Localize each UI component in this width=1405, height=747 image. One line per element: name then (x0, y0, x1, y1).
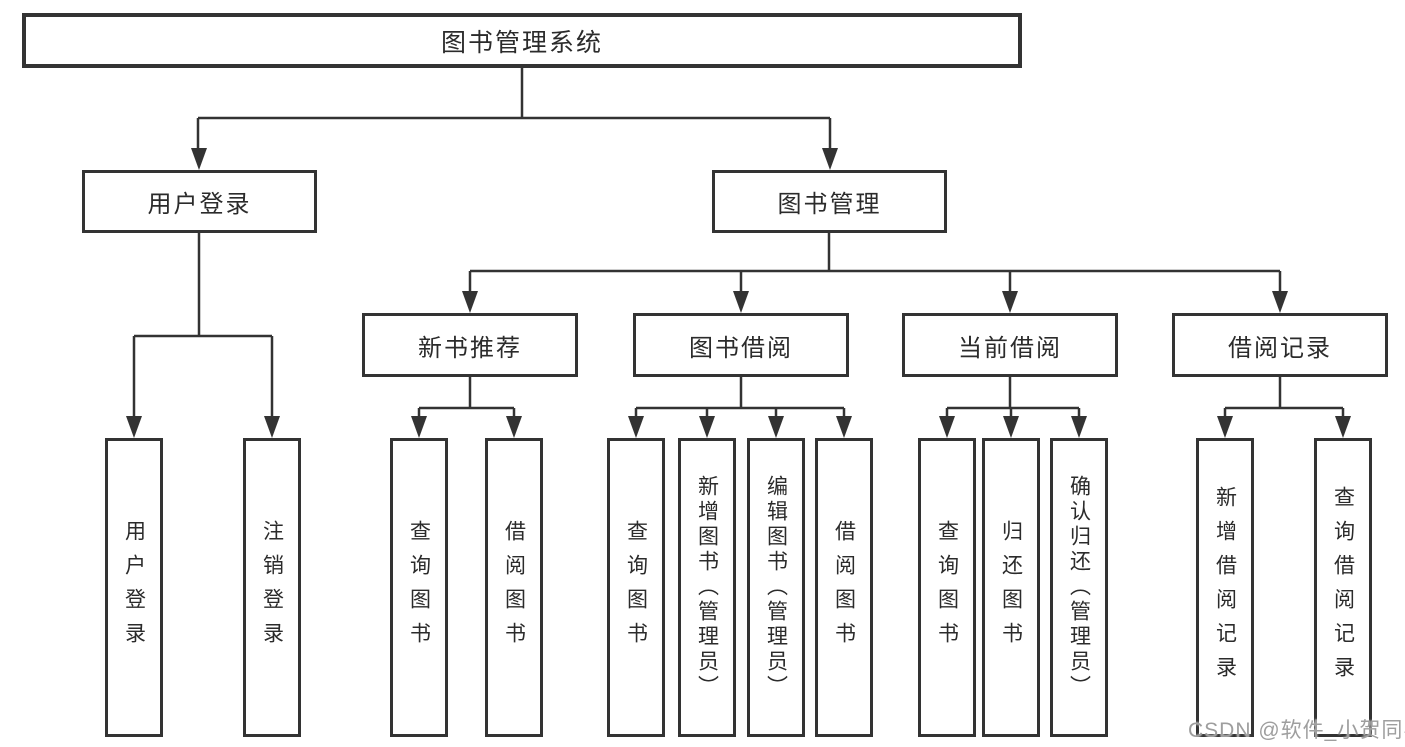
leaf-user-login-label: 用户登录 (122, 519, 146, 656)
node-new-book-recommend: 新书推荐 (362, 313, 578, 377)
leaf-cb-query-book: 查询图书 (918, 438, 976, 737)
leaf-rec-borrow-book: 借阅图书 (485, 438, 543, 737)
leaf-bb-add-book-admin: 新增图书（管理员） (678, 438, 736, 737)
leaf-bb-edit-book-admin-label: 编辑图书（管理员） (764, 475, 788, 700)
leaf-bb-borrow-book: 借阅图书 (815, 438, 873, 737)
node-book-management: 图书管理 (712, 170, 947, 233)
connector-bookborrow-children (634, 377, 846, 430)
connector-bookmgmt-to-level3 (468, 233, 1282, 306)
arrowheads (126, 148, 1351, 438)
csdn-watermark: CSDN @软件_小贺同学 (1188, 719, 1405, 742)
leaf-cb-confirm-return-admin: 确认归还（管理员） (1050, 438, 1108, 737)
connector-root-to-level2 (196, 68, 832, 162)
leaf-bb-borrow-book-label: 借阅图书 (832, 519, 856, 656)
node-current-borrow-label: 当前借阅 (958, 334, 1062, 362)
leaf-cb-query-book-label: 查询图书 (935, 519, 959, 656)
node-book-management-label: 图书管理 (777, 191, 882, 218)
leaf-cb-return-book-label: 归还图书 (999, 519, 1023, 656)
leaf-logout: 注销登录 (243, 438, 301, 737)
node-root-label: 图书管理系统 (440, 28, 603, 57)
leaf-cb-return-book: 归还图书 (982, 438, 1040, 737)
connector-userlogin-children (132, 233, 274, 430)
leaf-cb-confirm-return-admin-label: 确认归还（管理员） (1067, 475, 1091, 700)
leaf-br-query-record-label: 查询借阅记录 (1331, 485, 1355, 690)
leaf-br-add-record-label: 新增借阅记录 (1213, 485, 1237, 690)
leaf-bb-add-book-admin-label: 新增图书（管理员） (695, 475, 719, 700)
connector-newbookrec-children (417, 377, 516, 430)
leaf-rec-query-book: 查询图书 (390, 438, 448, 737)
node-new-book-recommend-label: 新书推荐 (418, 334, 522, 362)
node-user-login: 用户登录 (82, 170, 317, 233)
node-user-login-label: 用户登录 (147, 191, 252, 218)
leaf-br-query-record: 查询借阅记录 (1314, 438, 1372, 737)
leaf-rec-query-book-label: 查询图书 (407, 519, 431, 656)
node-borrow-records-label: 借阅记录 (1228, 334, 1332, 362)
leaf-bb-query-book: 查询图书 (607, 438, 665, 737)
connector-borrowrecords-children (1223, 377, 1345, 430)
leaf-bb-query-book-label: 查询图书 (624, 519, 648, 656)
node-root: 图书管理系统 (22, 13, 1022, 68)
leaf-user-login: 用户登录 (105, 438, 163, 737)
leaf-br-add-record: 新增借阅记录 (1196, 438, 1254, 737)
leaf-bb-edit-book-admin: 编辑图书（管理员） (747, 438, 805, 737)
leaf-rec-borrow-book-label: 借阅图书 (502, 519, 526, 656)
node-borrow-records: 借阅记录 (1172, 313, 1388, 377)
node-book-borrow-label: 图书借阅 (689, 334, 793, 362)
node-current-borrow: 当前借阅 (902, 313, 1118, 377)
leaf-logout-label: 注销登录 (260, 519, 284, 656)
node-book-borrow: 图书借阅 (633, 313, 849, 377)
